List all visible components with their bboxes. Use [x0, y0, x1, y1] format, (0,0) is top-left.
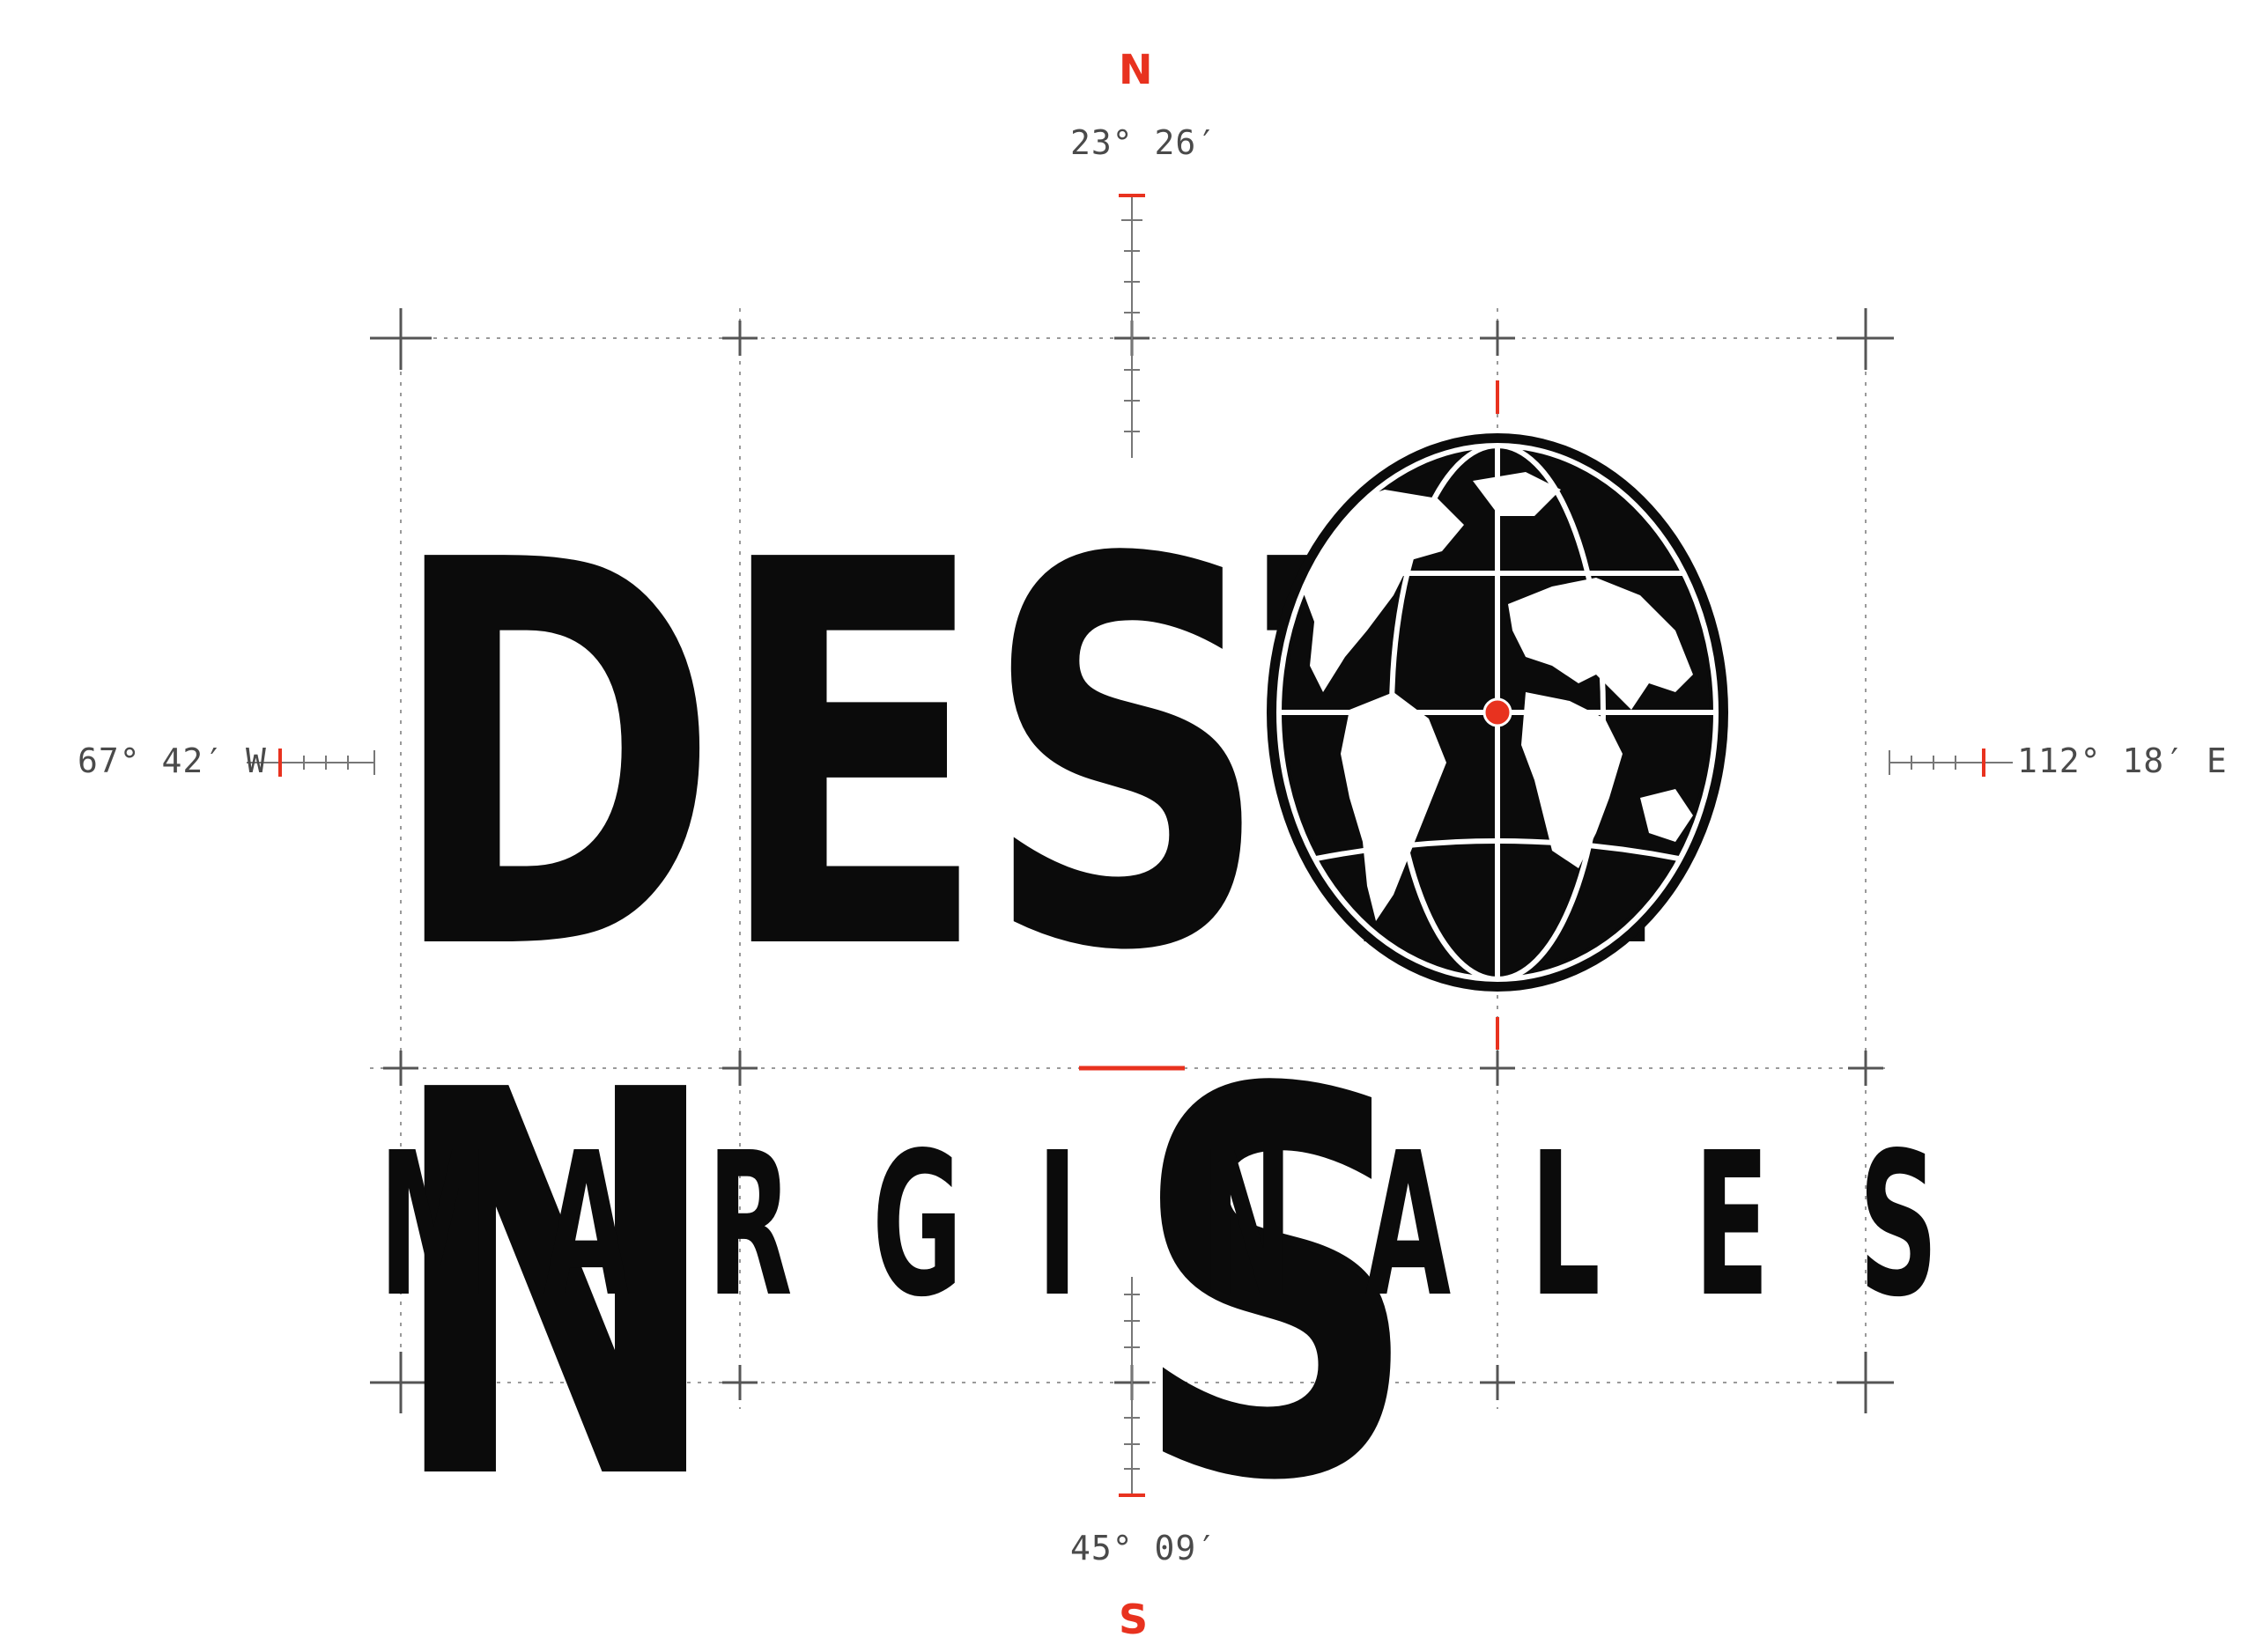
west-coordinate: 67° 42′ W [78, 741, 267, 780]
wordmark-letter-n: N [388, 979, 723, 1597]
subtitle-letter-8: E [1694, 1110, 1771, 1341]
location-dot-icon [1482, 697, 1512, 727]
wordmark-letter-s-final: S [1131, 979, 1420, 1597]
wordmark-letter-s: S [982, 449, 1271, 1066]
subtitle-letter-6: A [1365, 1110, 1452, 1341]
subtitle-letter-1: A [543, 1110, 629, 1341]
subtitle-letter-0: M [379, 1110, 489, 1341]
north-coordinate: 23° 26′ [1070, 123, 1218, 162]
subtitle-letter-9: S [1859, 1110, 1939, 1341]
north-label: N [1119, 46, 1153, 93]
east-coordinate: 112° 18′ E [2017, 741, 2228, 780]
subtitle-letter-2: R [707, 1110, 793, 1341]
subtitle-letter-4: I [1036, 1110, 1078, 1341]
south-label: S [1119, 1596, 1149, 1643]
south-coordinate: 45° 09′ [1070, 1529, 1218, 1567]
wordmark-letter-d: D [388, 449, 721, 1066]
subtitle-letter-7: L [1529, 1110, 1601, 1341]
subtitle-letter-5: N [1201, 1110, 1294, 1341]
wordmark-letter-e: E [714, 449, 988, 1066]
subtitle-letter-3: G [872, 1110, 963, 1341]
